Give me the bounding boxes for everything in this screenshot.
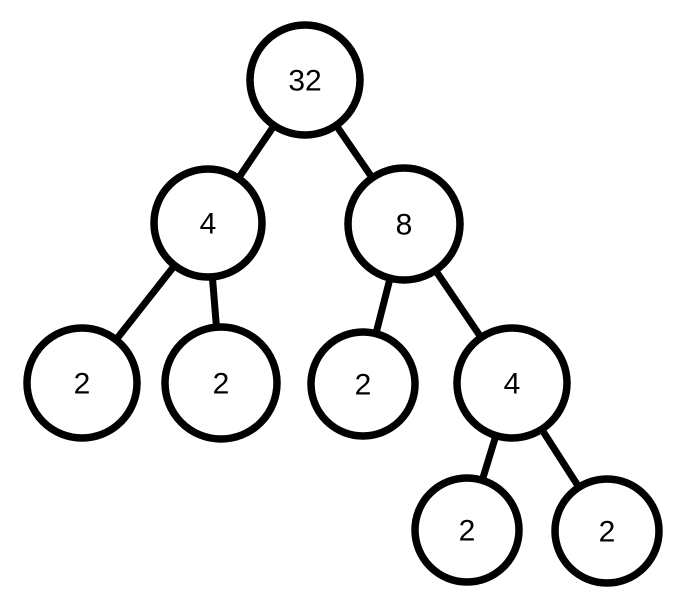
tree-node-label: 2: [599, 516, 616, 549]
tree-node-label: 8: [396, 209, 413, 242]
tree-node-n2c: 2: [307, 328, 419, 440]
tree-node-circle: [551, 475, 663, 587]
tree-node-n2a: 2: [23, 324, 141, 442]
tree-node-label: 2: [74, 368, 91, 401]
tree-node-label: 32: [288, 65, 321, 98]
tree-node-label: 2: [459, 515, 476, 548]
tree-node-circle: [150, 165, 266, 281]
tree-node-label: 4: [504, 368, 521, 401]
tree-node-n4b: 4: [453, 324, 571, 442]
tree-node-circle: [344, 164, 464, 284]
tree-node-label: 2: [355, 369, 372, 402]
tree-node-n8: 8: [344, 164, 464, 284]
tree-node-circle: [453, 324, 571, 442]
tree-node-circle: [246, 21, 364, 139]
tree-node-circle: [411, 474, 523, 586]
tree-node-n2b: 2: [161, 323, 281, 443]
tree-node-circle: [23, 324, 141, 442]
tree-node-circle: [307, 328, 419, 440]
tree-node-n4a: 4: [150, 165, 266, 281]
tree-node-n32: 32: [246, 21, 364, 139]
tree-node-label: 2: [213, 368, 230, 401]
tree-node-circle: [161, 323, 281, 443]
tree-node-n2d: 2: [411, 474, 523, 586]
tree-node-n2e: 2: [551, 475, 663, 587]
tree-node-label: 4: [200, 208, 217, 241]
